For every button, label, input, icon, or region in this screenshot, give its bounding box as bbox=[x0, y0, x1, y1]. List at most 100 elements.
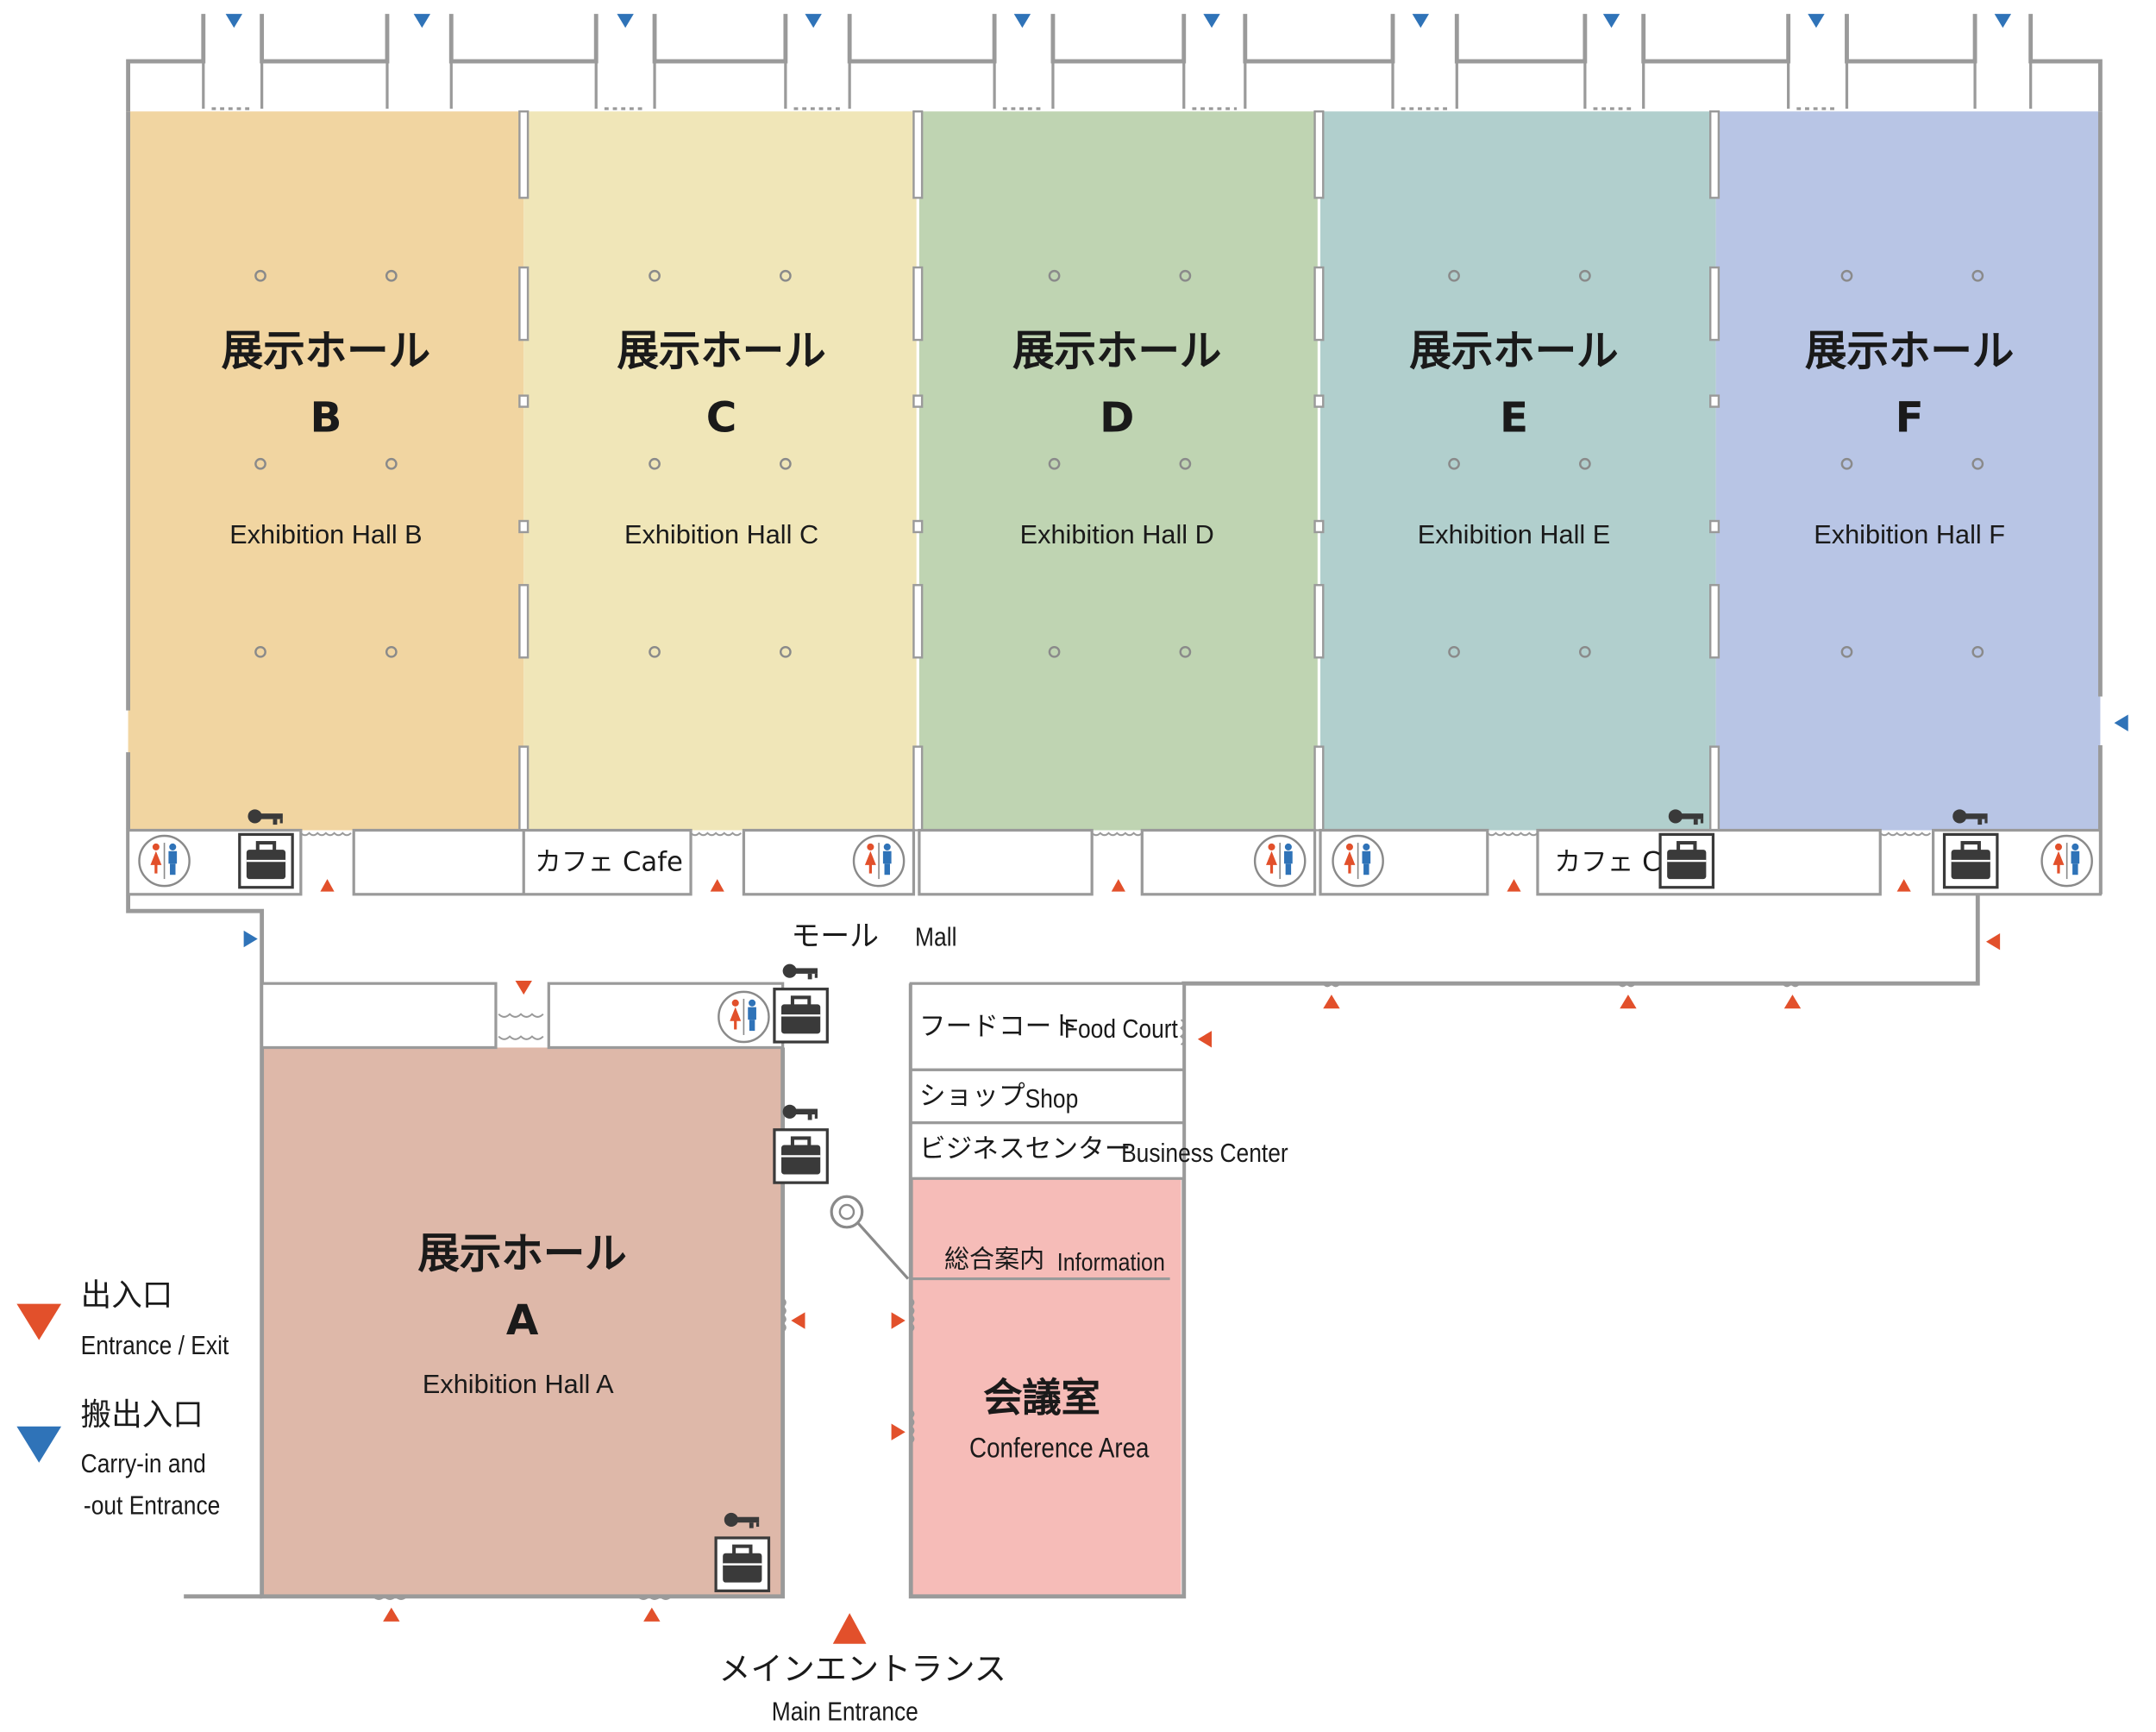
locker-icon bbox=[714, 1536, 771, 1592]
pillar bbox=[1579, 269, 1591, 282]
locker-icon bbox=[1658, 832, 1715, 889]
pillar bbox=[385, 457, 398, 470]
pillar bbox=[254, 269, 266, 282]
hall-b-title: 展示ホール bbox=[221, 327, 431, 377]
hall-f-title: 展示ホール bbox=[1805, 327, 2015, 377]
locker-icon bbox=[773, 988, 829, 1044]
hall-d-area bbox=[918, 111, 1318, 831]
conference-jp: 会議室 bbox=[983, 1375, 1100, 1421]
pillar bbox=[1048, 645, 1061, 658]
locker-icon bbox=[238, 832, 294, 889]
hall-d-letter: D bbox=[1100, 394, 1135, 443]
main-entrance-en: Main Entrance bbox=[771, 1697, 918, 1728]
pillar bbox=[254, 457, 266, 470]
main-entrance-jp: メインエントランス bbox=[718, 1652, 1006, 1689]
mall-label-en: Mall bbox=[915, 923, 957, 953]
hall-d-title: 展示ホール bbox=[1012, 327, 1222, 377]
locker-icon bbox=[773, 1128, 829, 1184]
hall-a-letter: A bbox=[505, 1296, 539, 1346]
pillar bbox=[1179, 457, 1192, 470]
legend-carry-in-icon bbox=[16, 1426, 62, 1463]
information-en: Information bbox=[1056, 1248, 1165, 1277]
business-center-jp: ビジネスセンター bbox=[918, 1133, 1131, 1165]
hall-f-letter: F bbox=[1895, 394, 1924, 443]
conference-en: Conference Area bbox=[969, 1433, 1150, 1465]
information-jp: 総合案内 bbox=[943, 1245, 1045, 1275]
food-court-en: Food Court bbox=[1063, 1015, 1178, 1045]
legend-entrance-icon bbox=[16, 1303, 62, 1340]
pillar bbox=[1448, 269, 1460, 282]
pillar bbox=[779, 645, 792, 658]
hall-c-area bbox=[523, 111, 917, 831]
hall-f-english: Exhibition Hall F bbox=[1814, 521, 2006, 550]
legend-entrance-en: Entrance / Exit bbox=[80, 1331, 229, 1361]
pillar bbox=[385, 269, 398, 282]
pillar bbox=[649, 645, 661, 658]
pillar bbox=[1579, 457, 1591, 470]
hall-e-title: 展示ホール bbox=[1409, 327, 1619, 377]
pillar bbox=[1971, 457, 1984, 470]
key-icon bbox=[1668, 809, 1704, 825]
hall-f-area bbox=[1715, 111, 2101, 831]
pillar bbox=[1179, 645, 1192, 658]
pillar bbox=[649, 269, 661, 282]
pillar bbox=[1448, 457, 1460, 470]
restroom-icon bbox=[1253, 834, 1307, 888]
cafe-label: カフェ C bbox=[1554, 846, 1661, 878]
legend-carry-in-en-line2: -out Entrance bbox=[83, 1491, 221, 1522]
pillar bbox=[1840, 269, 1853, 282]
pillar bbox=[1840, 457, 1853, 470]
hall-c-title: 展示ホール bbox=[617, 327, 826, 377]
pillar bbox=[779, 269, 792, 282]
pillar bbox=[1179, 269, 1192, 282]
pillar bbox=[1971, 645, 1984, 658]
business-center-en: Business Center bbox=[1121, 1139, 1288, 1169]
restroom-icon bbox=[718, 990, 770, 1044]
restroom-icon bbox=[2040, 834, 2093, 888]
key-icon bbox=[724, 1512, 760, 1528]
shop-en: Shop bbox=[1025, 1085, 1079, 1114]
hall-e-english: Exhibition Hall E bbox=[1417, 521, 1611, 550]
pillar bbox=[385, 645, 398, 658]
restroom-icon bbox=[852, 834, 906, 888]
key-icon bbox=[782, 963, 818, 980]
pillars bbox=[254, 269, 1984, 658]
pillar bbox=[1048, 457, 1061, 470]
pillar bbox=[1840, 645, 1853, 658]
key-icon bbox=[1952, 809, 1988, 825]
hall-a-title: 展示ホール bbox=[417, 1230, 627, 1279]
hall-e-letter: E bbox=[1499, 394, 1529, 443]
key-icon bbox=[782, 1104, 818, 1120]
restroom-icon bbox=[138, 834, 191, 888]
restroom-icon bbox=[1332, 834, 1384, 888]
mall-label-jp: モール bbox=[791, 919, 880, 953]
carry-in-markers bbox=[225, 14, 2128, 948]
hall-d-english: Exhibition Hall D bbox=[1019, 521, 1214, 550]
pillar bbox=[254, 645, 266, 658]
hall-c-letter: C bbox=[705, 394, 737, 443]
legend-carry-in-en-line1: Carry-in and bbox=[80, 1450, 206, 1480]
entrance-markers bbox=[320, 879, 2001, 1644]
shop-jp: ショップ bbox=[918, 1081, 1025, 1112]
legend-entrance-jp: 出入口 bbox=[80, 1278, 173, 1314]
hall-c-english: Exhibition Hall C bbox=[624, 521, 819, 550]
pillar bbox=[1579, 645, 1591, 658]
hall-e-area bbox=[1320, 111, 1716, 831]
food-court-jp: フードコート bbox=[918, 1011, 1079, 1043]
conference-area bbox=[911, 1178, 1181, 1597]
hall-a-area bbox=[261, 1047, 783, 1597]
hall-b-english: Exhibition Hall B bbox=[229, 521, 423, 550]
hall-b-letter: B bbox=[310, 394, 342, 443]
key-icon bbox=[248, 809, 283, 825]
hall-b-area bbox=[128, 111, 524, 831]
hall-a-english: Exhibition Hall A bbox=[422, 1371, 614, 1401]
legend-carry-in-jp: 搬出入口 bbox=[80, 1398, 204, 1434]
locker-icon bbox=[1942, 832, 1999, 889]
cafe-label: カフェ Cafe bbox=[535, 846, 683, 878]
pillar bbox=[1971, 269, 1984, 282]
pillar bbox=[649, 457, 661, 470]
pillar bbox=[1048, 269, 1061, 282]
pillar bbox=[779, 457, 792, 470]
